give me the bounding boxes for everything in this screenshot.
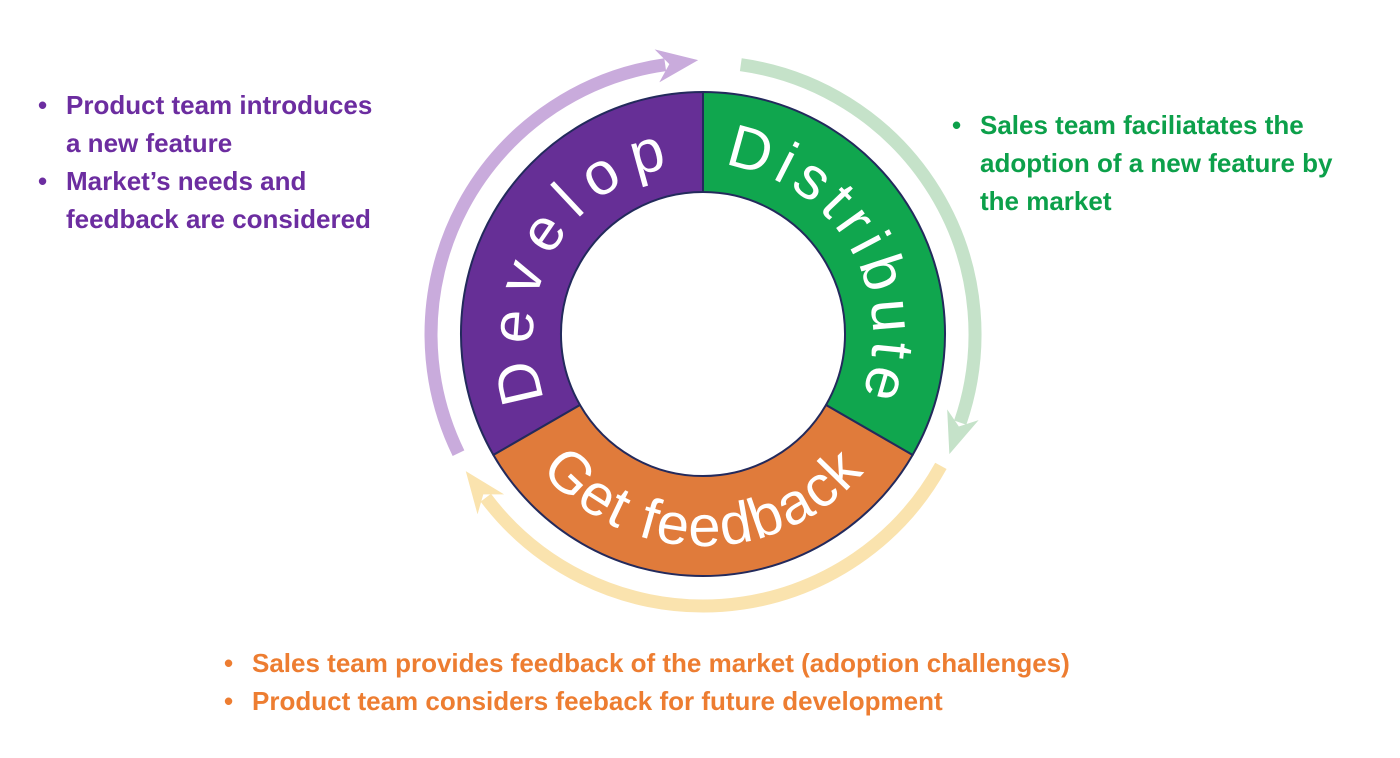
segment-develop [459,91,704,456]
develop-cycle-arrow [424,49,699,457]
segment-feedback [492,404,914,578]
distribute-notes: Sales team faciliatates the adoption of … [950,106,1350,220]
feedback-cycle-arrow [465,462,947,613]
distribute-cycle-arrow [739,58,982,455]
develop-note-item: Market’s needs and feedback are consider… [36,162,381,238]
segment-distribute [702,91,947,456]
distribute-note-item: Sales team faciliatates the adoption of … [950,106,1350,220]
develop-note-item: Product team introduces a new feature [36,86,381,162]
feedback-note-item: Sales team provides feedback of the mark… [222,644,1182,682]
feedback-note-item: Product team considers feeback for futur… [222,682,1182,720]
develop-notes: Product team introduces a new feature Ma… [36,86,381,238]
feedback-notes: Sales team provides feedback of the mark… [222,644,1182,720]
